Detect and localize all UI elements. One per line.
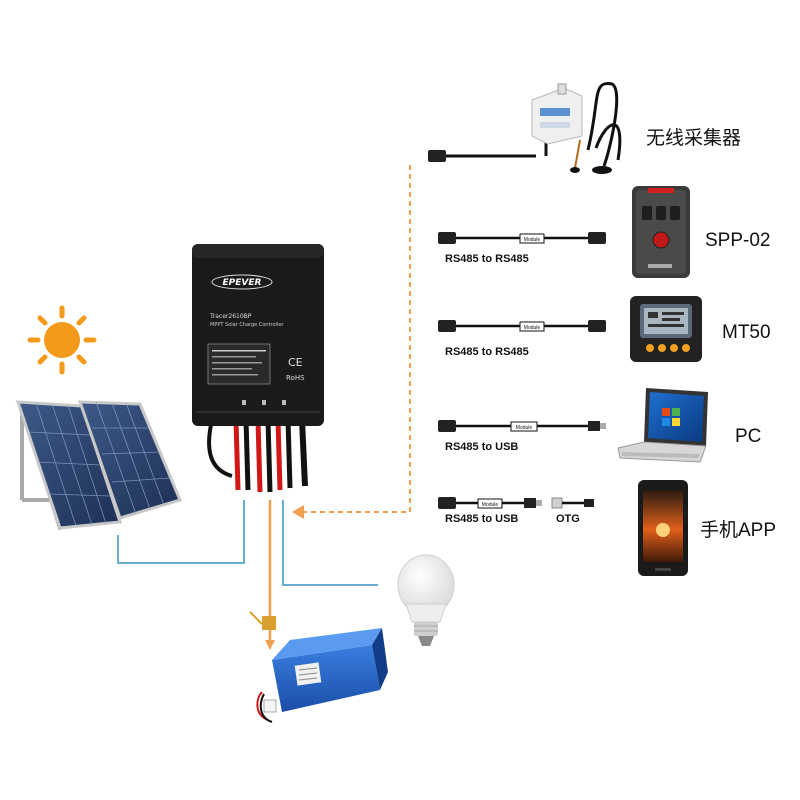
controller-subtitle: MPPT Solar Charge Controller: [210, 322, 284, 328]
svg-text:Module: Module: [524, 325, 541, 331]
smartphone-device: [638, 480, 688, 576]
phone-app-label: 手机APP: [700, 519, 776, 541]
svg-text:Tracer2610BP: Tracer2610BP: [209, 313, 252, 320]
svg-text:MPPT Solar Charge Controller: MPPT Solar Charge Controller: [210, 322, 284, 328]
controller-model-label: Tracer2610BP: [209, 313, 252, 320]
otg-adapter-label: OTG: [556, 513, 580, 525]
phone-cable: [438, 497, 594, 509]
light-bulb-load: [397, 554, 455, 646]
cable-labels: RS485 to RS485 RS485 to RS485 RS485 to U…: [445, 253, 580, 525]
mt50-device: [630, 296, 702, 362]
pc-label: PC: [735, 426, 761, 447]
power-lines: [117, 500, 378, 650]
mt50-cable: [438, 320, 606, 332]
controller-rohs-mark: RoHS: [286, 374, 305, 382]
svg-text:Module: Module: [482, 502, 499, 508]
controller-ce-mark: CE: [288, 356, 303, 369]
battery-pack: [249, 611, 388, 723]
wireless-collector-device: [428, 82, 622, 174]
device-labels: 无线采集器 SPP-02 MT50 PC 手机APP: [646, 127, 776, 541]
controller-cables: [207, 419, 308, 493]
pc-cable-label: RS485 to USB: [445, 441, 518, 453]
spp02-device: [632, 186, 690, 278]
svg-text:RoHS: RoHS: [286, 374, 305, 382]
pc-laptop: [617, 388, 708, 463]
spp02-label: SPP-02: [705, 230, 770, 251]
mt50-cable-label: RS485 to RS485: [445, 346, 529, 358]
svg-text:CE: CE: [288, 356, 303, 369]
charge-controller: [192, 244, 324, 493]
mt50-label: MT50: [722, 322, 771, 343]
phone-cable-label: RS485 to USB: [445, 513, 518, 525]
svg-text:Module: Module: [516, 425, 533, 431]
pc-cable: [438, 420, 606, 432]
spp02-cable: [438, 232, 606, 244]
svg-text:Module: Module: [524, 237, 541, 243]
cable-module-tags: Module Module Module Module: [482, 237, 541, 508]
wireless-collector-label: 无线采集器: [646, 127, 741, 149]
controller-brand-logo: EPEVER: [211, 274, 273, 290]
communication-line: [292, 165, 411, 519]
svg-text:EPEVER: EPEVER: [223, 278, 262, 288]
solar-panel-array: [15, 400, 183, 531]
sun-icon: [27, 305, 97, 375]
spp02-cable-label: RS485 to RS485: [445, 253, 529, 265]
